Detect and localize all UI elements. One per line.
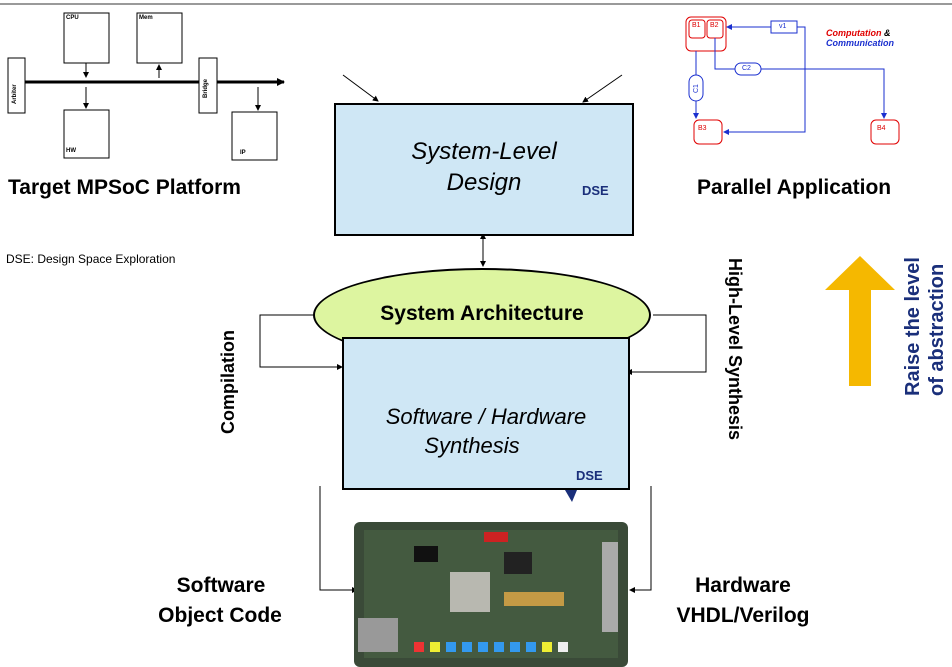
legend-computation: Computation <box>826 28 882 38</box>
top-rule <box>0 3 952 5</box>
bridge-label: Bridge <box>203 78 209 98</box>
hardware-output-line1: Hardware <box>695 574 791 597</box>
synth-title-line2: Synthesis <box>424 433 520 458</box>
hw-label: HW <box>66 148 76 154</box>
compilation-label: Compilation <box>218 330 238 434</box>
synthesis-box <box>342 337 630 490</box>
app-legend: Computation & Communication <box>826 28 894 48</box>
legend-communication: Communication <box>826 38 895 48</box>
hardware-output-line2: VHDL/Verilog <box>676 604 810 627</box>
application-graph <box>685 16 900 145</box>
application-title: Parallel Application <box>697 176 892 199</box>
fpga-board-image <box>354 522 628 667</box>
node-b1: B1 <box>692 22 701 29</box>
synth-dse-badge: DSE <box>576 468 603 483</box>
platform-diagram <box>7 12 285 161</box>
high-level-synthesis-label: High-Level Synthesis <box>725 258 745 441</box>
channel-v1: v1 <box>779 23 787 30</box>
arbiter-label: Arbiter <box>12 84 18 104</box>
channel-c2: C2 <box>742 65 751 72</box>
node-b3: B3 <box>698 125 707 132</box>
platform-title: Target MPSoC Platform <box>8 176 241 199</box>
node-b4: B4 <box>877 125 886 132</box>
sld-dse-badge: DSE <box>582 183 609 198</box>
abstraction-line2: of abstraction <box>926 263 948 396</box>
abstraction-arrow <box>825 256 895 386</box>
software-output-line1: Software <box>176 574 266 597</box>
dse-note: DSE: Design Space Exploration <box>6 252 176 266</box>
system-level-design-box <box>334 103 634 236</box>
node-b2: B2 <box>710 22 719 29</box>
abstraction-line1: Raise the level <box>902 257 924 396</box>
synth-title-line1: Software / Hardware <box>385 404 587 429</box>
mem-label: Mem <box>139 15 153 21</box>
cpu-label: CPU <box>66 15 79 21</box>
sld-title-line2: Design <box>446 169 522 196</box>
ip-label: IP <box>240 150 246 156</box>
legend-and: & <box>884 28 891 38</box>
system-architecture-label: System Architecture <box>380 302 584 325</box>
channel-c1: C1 <box>693 84 700 93</box>
software-output-line2: Object Code <box>158 604 282 627</box>
sld-title-line1: System-Level <box>411 138 557 165</box>
